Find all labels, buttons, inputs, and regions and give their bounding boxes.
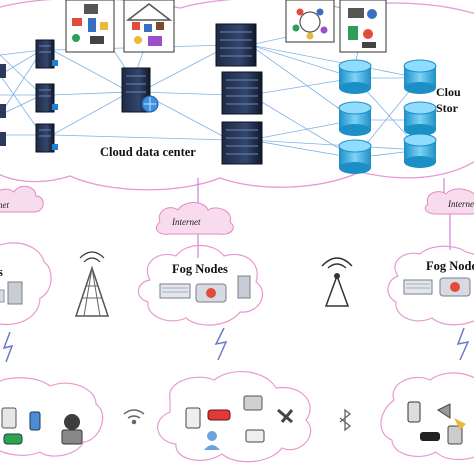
tablet-icon <box>1 407 17 429</box>
server-column-left <box>35 39 58 153</box>
fog-server-icon <box>237 275 251 299</box>
router-icon <box>195 283 227 303</box>
fog-cloud-left: s <box>0 242 52 326</box>
fog-label-right: Fog Node <box>426 259 474 273</box>
fog-label-left: s <box>0 265 3 279</box>
drone-icon <box>454 418 466 430</box>
cloud-layer-outline <box>0 0 474 191</box>
fog-cloud-right: Fog Node <box>387 245 474 326</box>
device-icons-right <box>407 401 466 445</box>
left-edge-servers <box>0 64 6 146</box>
satellite-icon <box>277 408 294 424</box>
storage-cylinders <box>338 59 437 174</box>
cell-tower-icon <box>74 251 110 317</box>
user-body-icon <box>204 445 220 450</box>
internet-cloud-center: Internet <box>155 202 234 235</box>
server-icon <box>35 123 58 153</box>
internet-cloud-left: net <box>0 185 44 213</box>
fog-label-center: Fog Nodes <box>172 262 228 276</box>
database-icon <box>338 139 372 174</box>
bluetooth-icon <box>339 408 352 432</box>
router-icon <box>439 277 471 297</box>
devices-panel-icon <box>65 0 115 53</box>
device-cloud-right <box>380 372 474 461</box>
wireless-link-lightning <box>2 327 470 363</box>
cloud-data-center-label: Cloud data center <box>100 145 196 159</box>
robot-body-icon <box>61 429 83 445</box>
user-icon <box>207 431 217 441</box>
antenna-icon <box>321 257 353 307</box>
database-icon <box>403 133 437 168</box>
robot-icon <box>64 414 80 430</box>
wifi-icon <box>123 409 145 425</box>
device-icon <box>447 425 463 445</box>
car-icon <box>420 432 440 441</box>
tablet-icon <box>185 407 201 429</box>
fog-cloud-center: Fog Nodes <box>137 244 263 326</box>
car-icon <box>207 409 231 421</box>
fog-server-icon <box>403 279 433 295</box>
database-icon <box>403 59 437 94</box>
users-panel-icon <box>339 0 387 53</box>
internet-label: Internet <box>447 199 474 209</box>
car-icon <box>3 433 23 445</box>
server-rack-icon <box>215 23 257 67</box>
database-icon <box>403 101 437 136</box>
device-icons-center <box>185 395 294 450</box>
device-icons-left <box>1 407 83 445</box>
sensor-icon <box>245 429 265 443</box>
server-rack-column <box>215 23 263 165</box>
fog-server-icon <box>159 283 191 299</box>
server-rack-icon <box>221 121 263 165</box>
cloud-storage-label-line1: Clou <box>436 85 461 99</box>
server-icon <box>35 83 58 113</box>
phone-icon <box>29 411 41 431</box>
fog-device-icon <box>0 289 5 303</box>
cloud-icon-panels <box>65 0 387 53</box>
database-icon <box>338 101 372 136</box>
device-cloud-center <box>157 371 312 463</box>
fog-server-icon <box>7 281 23 305</box>
people-network-panel-icon <box>285 0 335 43</box>
phone-icon <box>407 401 421 423</box>
internet-label: Internet <box>171 217 201 227</box>
server-rack-icon <box>221 71 263 115</box>
internet-label: net <box>0 200 9 210</box>
webcam-icon <box>437 403 451 419</box>
database-icon <box>338 59 372 94</box>
cloud-storage-label-line2: Stor <box>436 101 459 115</box>
central-server-icon <box>121 67 159 113</box>
smart-home-panel-icon <box>123 0 175 53</box>
camera-icon <box>243 395 263 411</box>
device-cloud-left <box>0 377 104 457</box>
server-icon <box>35 39 58 69</box>
internet-cloud-right: Internet <box>424 188 474 215</box>
